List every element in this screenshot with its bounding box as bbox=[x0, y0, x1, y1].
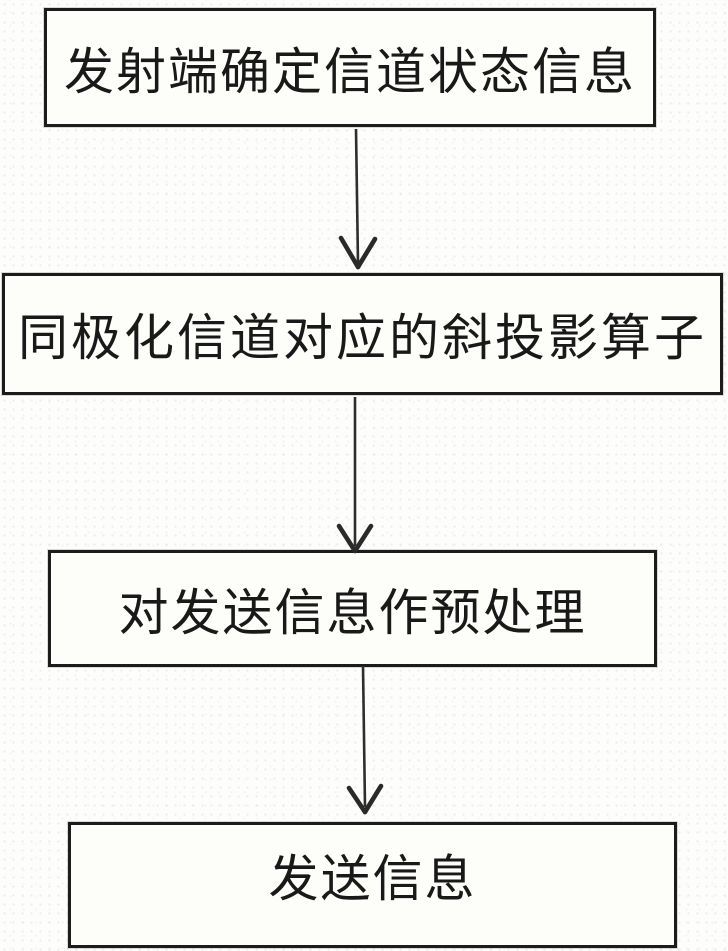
arrow-step3-to-step4-icon bbox=[346, 665, 384, 815]
flow-step-3-label: 对发送信息作预处理 bbox=[118, 584, 587, 641]
flow-step-2: 同极化信道对应的斜投影算子 bbox=[2, 273, 723, 395]
arrow-step1-to-step2-icon bbox=[338, 128, 378, 270]
flow-step-3: 对发送信息作预处理 bbox=[48, 550, 657, 667]
flow-step-1-label: 发射端确定信道状态信息 bbox=[64, 43, 636, 100]
flow-step-4: 发送信息 bbox=[68, 822, 677, 948]
flow-step-1: 发射端确定信道状态信息 bbox=[44, 8, 656, 127]
flow-step-2-label: 同极化信道对应的斜投影算子 bbox=[18, 310, 707, 366]
arrow-step2-to-step3-icon bbox=[336, 397, 374, 554]
flow-step-4-label: 发送信息 bbox=[268, 851, 477, 907]
